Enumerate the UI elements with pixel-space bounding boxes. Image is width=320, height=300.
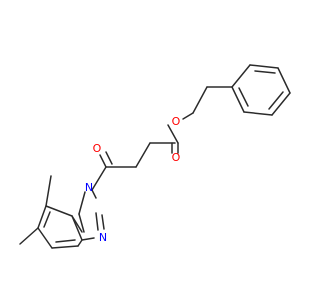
bond — [71, 215, 83, 241]
bond — [78, 213, 85, 233]
butanoyl-chain — [91, 142, 151, 191]
atom-labels: O O O N N — [85, 115, 181, 244]
bond — [249, 64, 279, 69]
ester-ether-oxygen-label: O — [172, 115, 181, 128]
ester-group — [149, 112, 194, 154]
bond — [43, 211, 51, 228]
ethyl-linker — [192, 86, 233, 114]
bond — [37, 205, 47, 229]
imidazole-ring — [71, 189, 105, 241]
bond — [19, 227, 39, 245]
bond — [243, 111, 273, 116]
bond — [105, 151, 113, 165]
methyl-groups — [19, 175, 52, 245]
structure-canvas: O O O N N — [19, 64, 291, 249]
bond — [37, 227, 53, 249]
molecule-drawing: O O O N N — [19, 64, 291, 249]
bond — [45, 205, 73, 217]
bond — [91, 166, 107, 191]
n3-label: N — [99, 231, 107, 244]
bond — [45, 175, 52, 207]
bond — [231, 64, 251, 88]
bond — [231, 86, 245, 113]
bond — [51, 245, 79, 249]
ester-carbonyl-oxygen-label: O — [172, 151, 181, 164]
bond — [55, 239, 76, 243]
bond — [192, 86, 208, 114]
bond — [277, 67, 291, 94]
bond — [101, 214, 105, 230]
bond — [135, 142, 151, 168]
bond — [167, 124, 179, 144]
bond — [95, 212, 99, 231]
bond — [238, 87, 249, 107]
bond — [99, 154, 107, 168]
n1-label: N — [85, 181, 93, 194]
bond — [81, 237, 95, 241]
bond — [268, 91, 284, 110]
bond — [182, 112, 194, 120]
bond — [91, 189, 97, 199]
bond — [254, 70, 276, 74]
ketone-oxygen-label: O — [93, 142, 102, 155]
bond — [77, 239, 83, 247]
benzo-ring — [37, 205, 83, 249]
phenyl-ring — [231, 64, 291, 116]
bond — [271, 92, 291, 116]
bond — [78, 191, 86, 215]
